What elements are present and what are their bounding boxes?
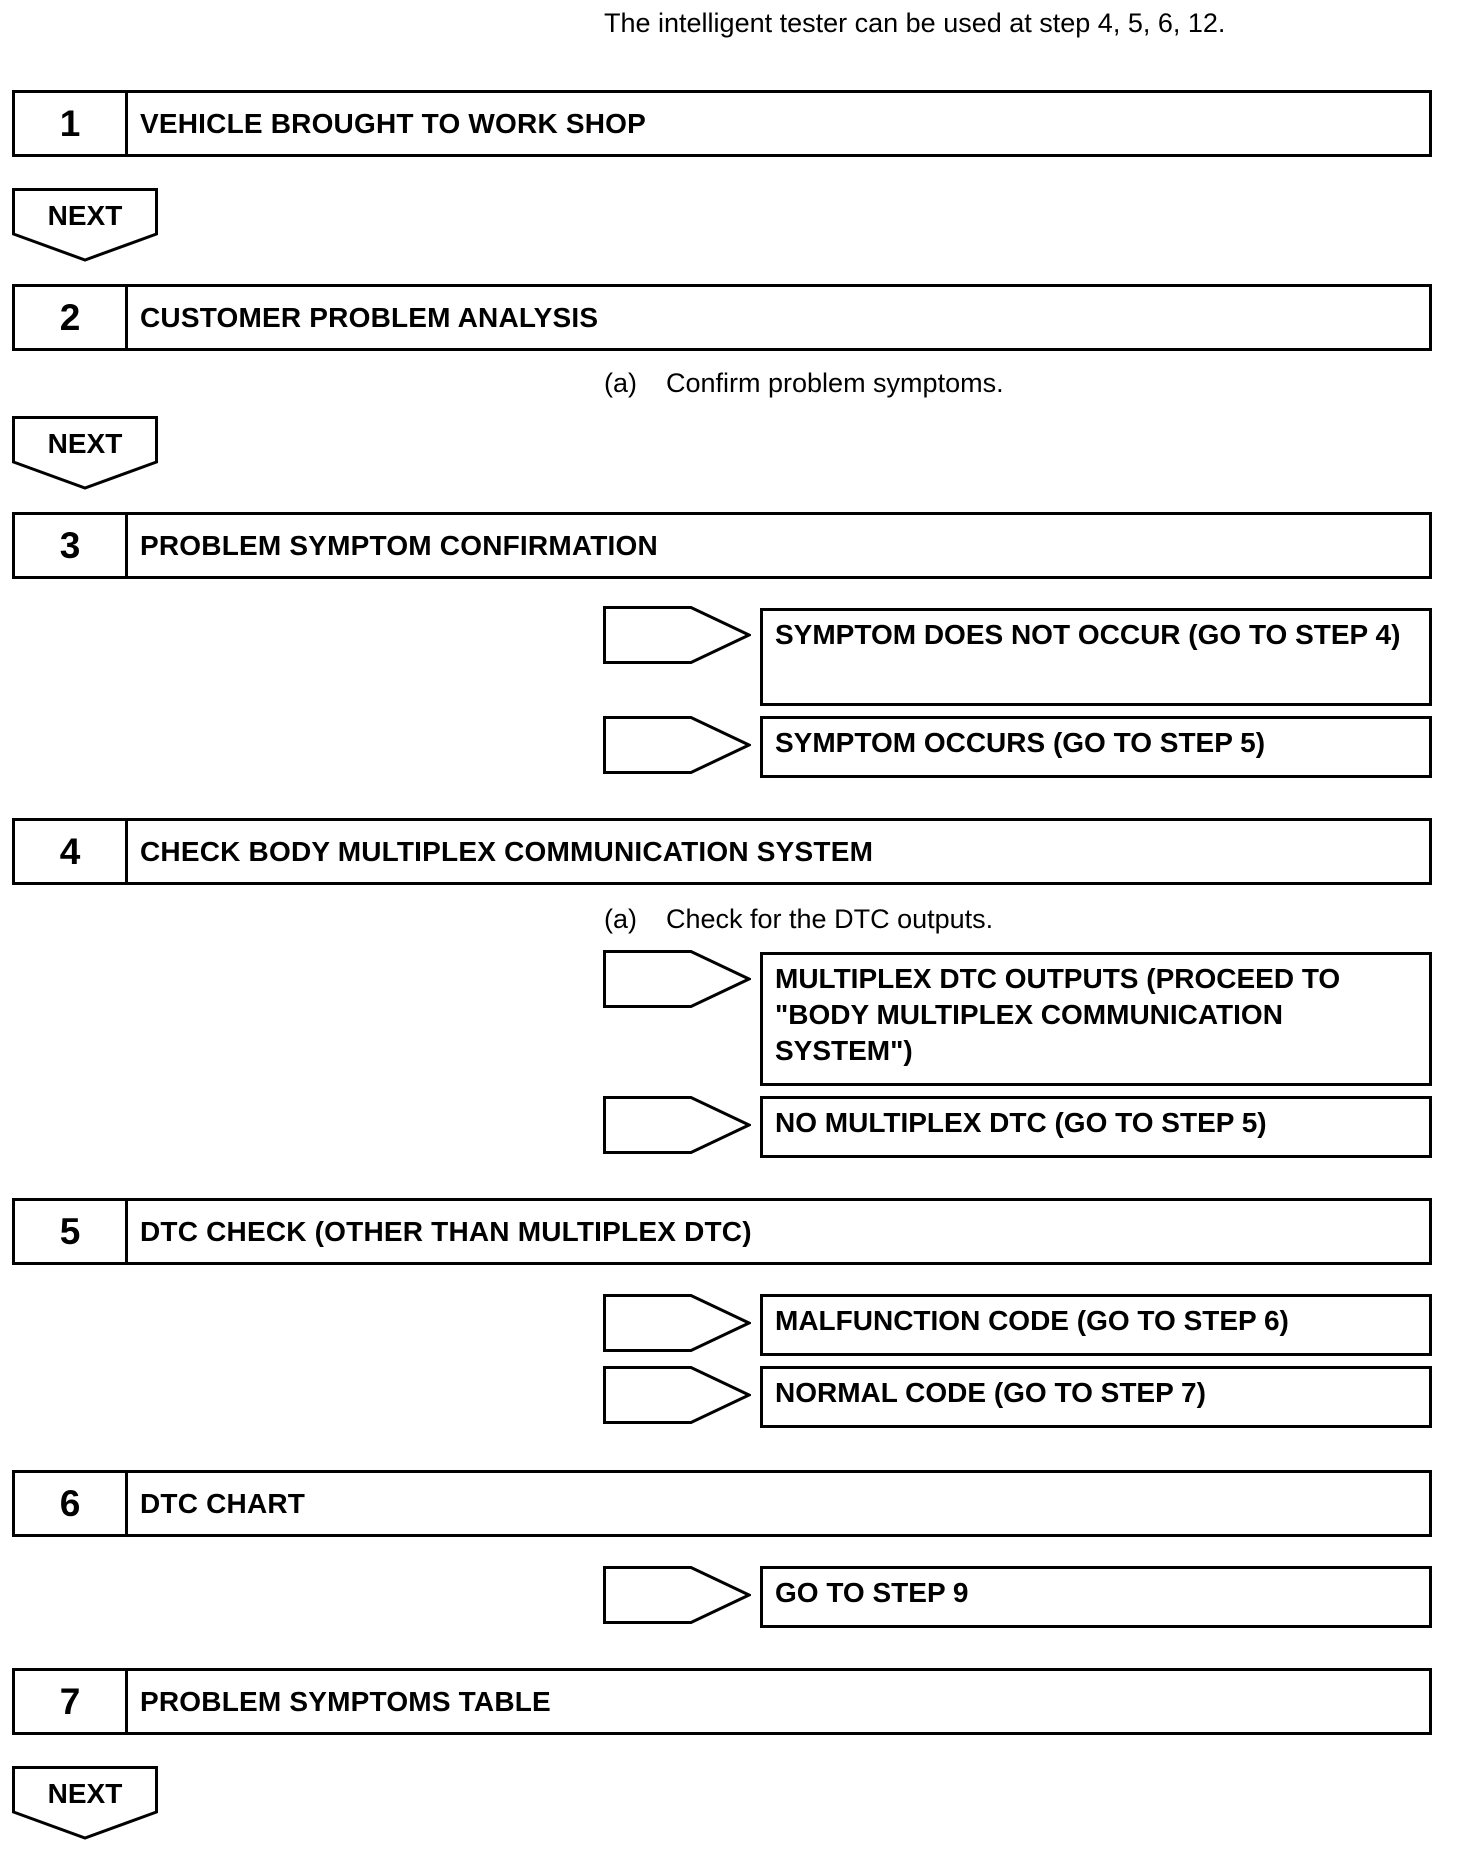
result-box: SYMPTOM OCCURS (GO TO STEP 5) <box>760 716 1432 778</box>
result-box: NORMAL CODE (GO TO STEP 7) <box>760 1366 1432 1428</box>
next-arrow-icon <box>12 1766 158 1840</box>
result-box: GO TO STEP 9 <box>760 1566 1432 1628</box>
result-arrow-icon <box>603 1366 751 1424</box>
step-number: 6 <box>15 1473 128 1534</box>
next-arrow: NEXT <box>12 188 158 262</box>
step-title: CUSTOMER PROBLEM ANALYSIS <box>140 301 599 333</box>
next-label: NEXT <box>47 1778 123 1809</box>
result-box: SYMPTOM DOES NOT OCCUR (GO TO STEP 4) <box>760 608 1432 706</box>
next-arrow: NEXT <box>12 1766 158 1840</box>
result-arrow-icon <box>603 606 751 664</box>
step-7: 7 PROBLEM SYMPTOMS TABLE <box>12 1668 1432 1735</box>
step-number: 7 <box>15 1671 128 1732</box>
result-box: MULTIPLEX DTC OUTPUTS (PROCEED TO "BODY … <box>760 952 1432 1086</box>
note-marker: (a) <box>604 904 637 934</box>
step-3: 3 PROBLEM SYMPTOM CONFIRMATION <box>12 512 1432 579</box>
next-arrow-icon <box>12 188 158 262</box>
step-title: VEHICLE BROUGHT TO WORK SHOP <box>140 107 646 139</box>
step-number: 1 <box>15 93 128 154</box>
result-box: NO MULTIPLEX DTC (GO TO STEP 5) <box>760 1096 1432 1158</box>
step-number: 4 <box>15 821 128 882</box>
step-1: 1 VEHICLE BROUGHT TO WORK SHOP <box>12 90 1432 157</box>
note-text: Confirm problem symptoms. <box>666 368 1004 398</box>
step-4: 4 CHECK BODY MULTIPLEX COMMUNICATION SYS… <box>12 818 1432 885</box>
step-title: DTC CHART <box>140 1487 306 1519</box>
step-title: PROBLEM SYMPTOM CONFIRMATION <box>140 529 658 561</box>
next-label: NEXT <box>47 428 123 459</box>
next-arrow: NEXT <box>12 416 158 490</box>
result-arrow-icon <box>603 1096 751 1154</box>
next-arrow-icon <box>12 416 158 490</box>
step-6: 6 DTC CHART <box>12 1470 1432 1537</box>
result-arrow-icon <box>603 716 751 774</box>
step-title: CHECK BODY MULTIPLEX COMMUNICATION SYSTE… <box>140 835 874 867</box>
step-title: DTC CHECK (OTHER THAN MULTIPLEX DTC) <box>140 1215 752 1247</box>
result-arrow-icon <box>603 1566 751 1624</box>
step-5: 5 DTC CHECK (OTHER THAN MULTIPLEX DTC) <box>12 1198 1432 1265</box>
step-title: PROBLEM SYMPTOMS TABLE <box>140 1685 551 1717</box>
step-number: 3 <box>15 515 128 576</box>
result-arrow-icon <box>603 1294 751 1352</box>
note-marker: (a) <box>604 368 637 398</box>
step-number: 2 <box>15 287 128 348</box>
step-2: 2 CUSTOMER PROBLEM ANALYSIS <box>12 284 1432 351</box>
step-number: 5 <box>15 1201 128 1262</box>
result-arrow-icon <box>603 950 751 1008</box>
next-label: NEXT <box>47 200 123 231</box>
result-box: MALFUNCTION CODE (GO TO STEP 6) <box>760 1294 1432 1356</box>
note-text: Check for the DTC outputs. <box>666 904 994 934</box>
intelligent-tester-note: The intelligent tester can be used at st… <box>604 8 1226 38</box>
